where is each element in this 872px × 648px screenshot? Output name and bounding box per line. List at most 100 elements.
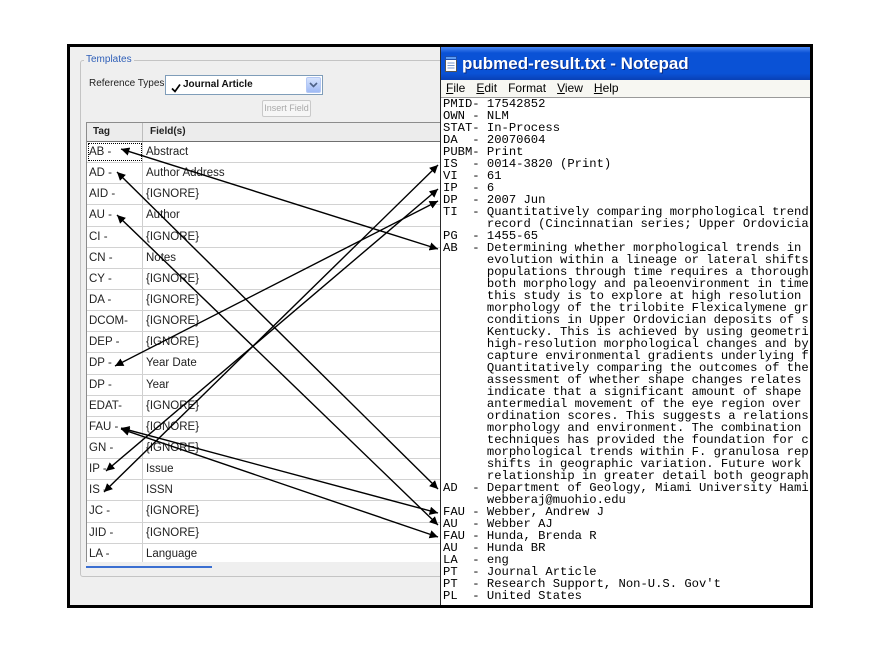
- text-line: shifts in geographic variation. Future w…: [443, 457, 802, 471]
- tag-cell: GN -: [87, 437, 143, 459]
- column-header-fields[interactable]: Field(s): [150, 126, 186, 137]
- templates-group: [80, 60, 440, 577]
- template-row[interactable]: DCOM-{IGNORE}: [87, 311, 440, 333]
- text-line: capture environmental gradients underlyi…: [443, 349, 809, 363]
- column-header-tag[interactable]: Tag: [87, 123, 143, 141]
- tag-cell: IP -: [87, 459, 143, 480]
- text-line: ordination scores. This suggests a relat…: [443, 409, 809, 423]
- tag-cell: EDAT-: [87, 395, 143, 416]
- template-row[interactable]: DA -{IGNORE}: [87, 289, 440, 312]
- text-line: AU - Webber AJ: [443, 517, 553, 531]
- template-row[interactable]: DP -Year: [87, 374, 440, 396]
- menu-help[interactable]: Help: [593, 81, 619, 95]
- template-row[interactable]: AU -Author: [87, 205, 440, 227]
- text-line: indicate that a significant amount of sh…: [443, 385, 802, 399]
- template-row[interactable]: AD -Author Address: [87, 163, 440, 185]
- template-row[interactable]: IS -ISSN: [87, 480, 440, 502]
- tag-cell: DEP -: [87, 332, 143, 353]
- field-cell: {IGNORE}: [146, 441, 200, 454]
- template-row[interactable]: CY -{IGNORE}: [87, 268, 440, 290]
- text-line: IS - 0014-3820 (Print): [443, 157, 612, 171]
- tag-cell: DA -: [87, 289, 143, 311]
- tag-cell: DP -: [87, 374, 143, 395]
- reference-types-label: Reference Types:: [89, 78, 168, 89]
- field-cell: {IGNORE}: [146, 272, 200, 285]
- template-row[interactable]: AID -{IGNORE}: [87, 184, 440, 206]
- field-cell: Issue: [146, 463, 174, 476]
- template-row[interactable]: FAU -{IGNORE}: [87, 416, 440, 438]
- text-line: Quantitatively comparing the outcomes of…: [443, 361, 809, 375]
- field-cell: {IGNORE}: [146, 315, 200, 328]
- text-line: LA - eng: [443, 553, 509, 567]
- text-line: morphological trends within F. granulosa…: [443, 445, 809, 459]
- field-cell: Abstract: [146, 146, 189, 158]
- field-cell: Author Address: [146, 167, 225, 180]
- menu-bar: File Edit Format View Help: [441, 80, 810, 97]
- text-line: conditions in Upper Ordovician deposits …: [443, 313, 809, 327]
- text-line: FAU - Hunda, Brenda R: [443, 529, 597, 543]
- text-line: TI - Quantitatively comparing morphologi…: [443, 205, 809, 219]
- template-row[interactable]: JC -{IGNORE}: [87, 501, 440, 523]
- field-cell: {IGNORE}: [146, 505, 200, 518]
- chevron-down-icon: [309, 82, 318, 88]
- template-row[interactable]: EDAT-{IGNORE}: [87, 395, 440, 417]
- templates-group-title: Templates: [84, 54, 134, 66]
- tag-cell: JC -: [87, 501, 143, 522]
- field-cell: ISSN: [146, 484, 173, 497]
- text-line: AD - Department of Geology, Miami Univer…: [443, 481, 809, 495]
- tag-cell: JID -: [87, 522, 143, 543]
- text-line: techniques has provided the foundation f…: [443, 433, 809, 447]
- field-cell: {IGNORE}: [146, 293, 200, 306]
- text-line: PUBM- Print: [443, 145, 524, 159]
- field-cell: {IGNORE}: [146, 420, 200, 433]
- text-line: evolution within a lineage or lateral sh…: [443, 253, 809, 267]
- text-line: DP - 2007 Jun: [443, 193, 546, 207]
- template-row[interactable]: GN -{IGNORE}: [87, 437, 440, 460]
- text-line: webberaj@muohio.edu: [443, 493, 626, 507]
- text-line: VI - 61: [443, 169, 502, 183]
- table-header: Tag Field(s): [87, 123, 440, 142]
- menu-edit[interactable]: Edit: [476, 81, 498, 95]
- menu-format[interactable]: Format: [508, 81, 547, 95]
- tag-cell: AB -: [87, 142, 143, 163]
- template-row[interactable]: CN -Notes: [87, 247, 440, 269]
- template-row[interactable]: JID -{IGNORE}: [87, 522, 440, 544]
- text-line: relationship in greater detail both geog…: [443, 469, 809, 483]
- notepad-icon: [444, 56, 458, 72]
- text-line: high-resolution morphological changes an…: [443, 337, 809, 351]
- title-bar[interactable]: pubmed-result.txt - Notepad: [441, 47, 810, 80]
- template-row[interactable]: DP -Year Date: [87, 353, 440, 375]
- notepad-window: pubmed-result.txt - Notepad File Edit Fo…: [440, 47, 810, 605]
- field-cell: Language: [146, 547, 198, 560]
- field-cell: {IGNORE}: [146, 526, 200, 539]
- text-line: PG - 1455-65: [443, 229, 539, 243]
- reference-type-select[interactable]: Journal Article: [165, 75, 323, 95]
- text-line: IP - 6: [443, 181, 495, 195]
- field-cell: Year: [146, 378, 170, 391]
- field-cell: Year Date: [146, 357, 197, 370]
- tag-cell: AID -: [87, 184, 143, 205]
- text-line: antermedial movement of the eye region o…: [443, 397, 802, 411]
- insert-field-button[interactable]: Insert Field: [262, 100, 311, 117]
- text-line: AB - Determining whether morphological t…: [443, 241, 802, 255]
- text-line: OWN - NLM: [443, 109, 509, 123]
- tag-cell: LA -: [87, 543, 143, 562]
- dropdown-arrow-button[interactable]: [306, 77, 321, 93]
- tag-cell: IS -: [87, 480, 143, 501]
- template-row[interactable]: DEP -{IGNORE}: [87, 332, 440, 354]
- menu-file[interactable]: File: [446, 81, 466, 95]
- menu-view[interactable]: View: [557, 81, 583, 95]
- template-row[interactable]: LA -Language: [87, 543, 440, 562]
- template-row[interactable]: AB -Abstract: [87, 142, 440, 164]
- text-line: populations through time requires a thor…: [443, 265, 809, 279]
- text-line: PL - United States: [443, 589, 582, 603]
- text-line: morphology of the trilobite Flexicalymen…: [443, 301, 809, 315]
- reference-type-value: Journal Article: [183, 79, 253, 90]
- tag-cell: DP -: [87, 353, 143, 374]
- template-row[interactable]: CI -{IGNORE}: [87, 226, 440, 248]
- text-line: STAT- In-Process: [443, 121, 561, 135]
- template-row[interactable]: IP -Issue: [87, 459, 440, 481]
